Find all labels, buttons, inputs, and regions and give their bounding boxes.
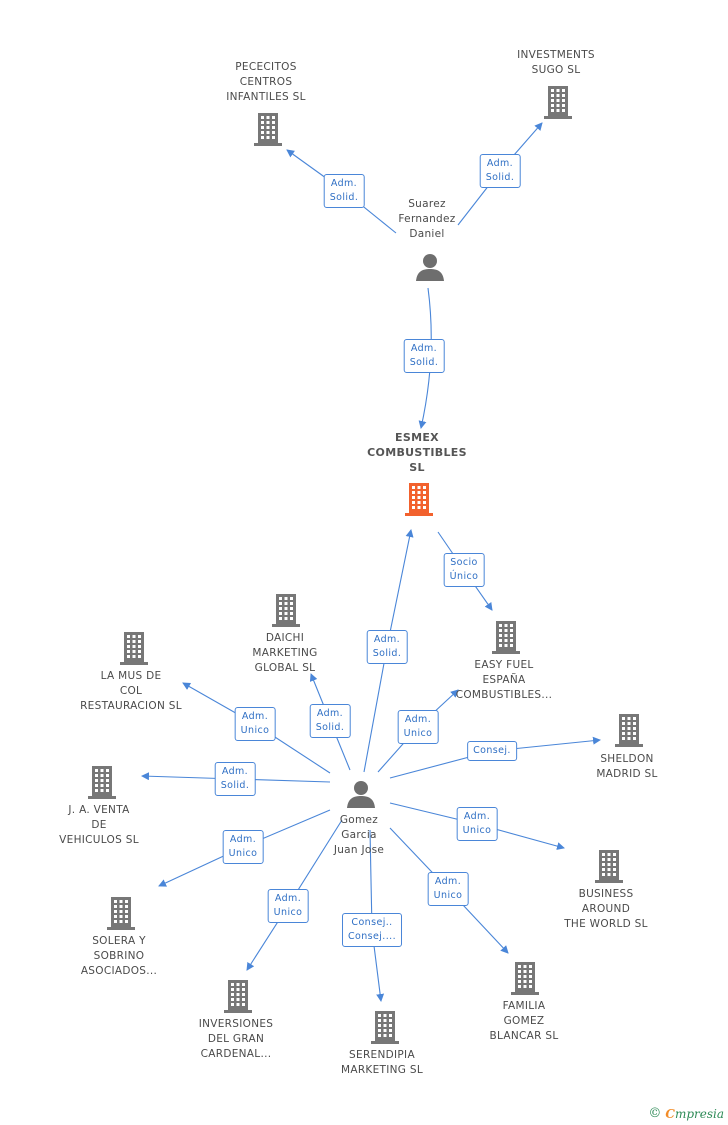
relation-badge-suarez-to-esmex[interactable]: Adm. Solid. [403, 339, 445, 373]
relation-badge-gomez-to-solera[interactable]: Adm. Unico [222, 830, 264, 864]
node-label-pececitos[interactable]: PECECITOS CENTROS INFANTILES SL [226, 61, 306, 103]
relation-badge-gomez-to-familia[interactable]: Adm. Unico [427, 872, 469, 906]
copyright-icon: © [648, 1106, 662, 1121]
relation-badge-gomez-to-business[interactable]: Adm. Unico [456, 807, 498, 841]
relation-badge-gomez-to-esmex[interactable]: Adm. Solid. [366, 630, 408, 664]
building-icon[interactable] [119, 631, 149, 669]
node-label-lamus[interactable]: LA MUS DE COL RESTAURACION SL [80, 670, 182, 712]
node-label-solera[interactable]: SOLERA Y SOBRINO ASOCIADOS... [80, 935, 158, 977]
building-icon[interactable] [491, 620, 521, 658]
building-icon[interactable] [543, 85, 573, 123]
building-icon[interactable] [510, 961, 540, 999]
building-icon[interactable] [271, 593, 301, 631]
building-icon[interactable] [614, 713, 644, 751]
relation-badge-gomez-to-serendipia[interactable]: Consej.. Consej.... [342, 913, 402, 947]
building-icon[interactable] [106, 896, 136, 934]
building-icon[interactable] [404, 482, 434, 520]
relation-badge-gomez-to-inversiones[interactable]: Adm. Unico [267, 889, 309, 923]
building-icon[interactable] [370, 1010, 400, 1048]
relation-badge-esmex-to-easyfuel[interactable]: Socio Único [443, 553, 485, 587]
person-icon[interactable] [415, 252, 445, 286]
node-label-business[interactable]: BUSINESS AROUND THE WORLD SL [564, 888, 648, 930]
building-icon[interactable] [594, 849, 624, 887]
node-label-daichi[interactable]: DAICHI MARKETING GLOBAL SL [252, 632, 318, 674]
brand-logo[interactable]: Cmpresia [665, 1106, 724, 1121]
relation-badge-gomez-to-daichi[interactable]: Adm. Solid. [309, 704, 351, 738]
building-icon[interactable] [253, 112, 283, 150]
relation-badge-suarez-to-investments[interactable]: Adm. Solid. [479, 154, 521, 188]
node-label-sheldon[interactable]: SHELDON MADRID SL [596, 753, 658, 780]
relation-badge-gomez-to-sheldon[interactable]: Consej. [467, 741, 517, 761]
node-label-easyfuel[interactable]: EASY FUEL ESPAÑA COMBUSTIBLES... [455, 659, 553, 701]
relation-badge-gomez-to-easyfuel[interactable]: Adm. Unico [397, 710, 439, 744]
relation-badge-gomez-to-javenta[interactable]: Adm. Solid. [214, 762, 256, 796]
node-label-investments[interactable]: INVESTMENTS SUGO SL [517, 49, 595, 76]
building-icon[interactable] [223, 979, 253, 1017]
node-label-inversiones[interactable]: INVERSIONES DEL GRAN CARDENAL... [198, 1018, 274, 1060]
node-label-familia[interactable]: FAMILIA GOMEZ BLANCAR SL [489, 1000, 559, 1042]
relation-badge-suarez-to-pececitos[interactable]: Adm. Solid. [323, 174, 365, 208]
brand-footer: © Cmpresia [648, 1106, 724, 1121]
relation-badge-gomez-to-lamus[interactable]: Adm. Unico [234, 707, 276, 741]
node-label-suarez[interactable]: Suarez Fernandez Daniel [398, 198, 456, 240]
node-label-javenta[interactable]: J. A. VENTA DE VEHICULOS SL [59, 804, 139, 846]
node-label-serendipia[interactable]: SERENDIPIA MARKETING SL [340, 1049, 423, 1076]
person-icon[interactable] [346, 779, 376, 813]
node-label-esmex[interactable]: ESMEX COMBUSTIBLES SL [367, 431, 467, 474]
node-label-gomez[interactable]: Gomez Garcia Juan Jose [333, 814, 385, 856]
building-icon[interactable] [87, 765, 117, 803]
